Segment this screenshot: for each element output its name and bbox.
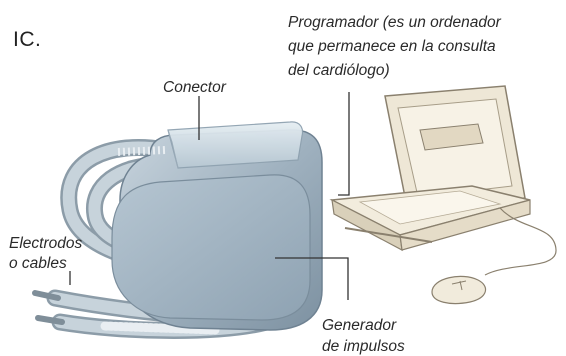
programmer-label-line2: que permanece en la consulta bbox=[288, 38, 496, 55]
connector-label: Conector bbox=[163, 79, 226, 96]
electrodes-label-line2: o cables bbox=[9, 255, 67, 272]
panel-label: IC. bbox=[13, 28, 42, 51]
pulse-generator bbox=[111, 121, 323, 331]
generator-label-line2: de impulsos bbox=[322, 338, 405, 355]
generator-label-line1: Generador bbox=[322, 317, 397, 334]
leader-lines bbox=[69, 92, 350, 300]
programmer-label-line3: del cardiólogo) bbox=[288, 62, 390, 79]
programmer-laptop bbox=[329, 85, 557, 305]
electrodes-label-line1: Electrodos bbox=[9, 235, 83, 252]
programmer-label-line1: Programador (es un ordenador bbox=[288, 14, 501, 31]
